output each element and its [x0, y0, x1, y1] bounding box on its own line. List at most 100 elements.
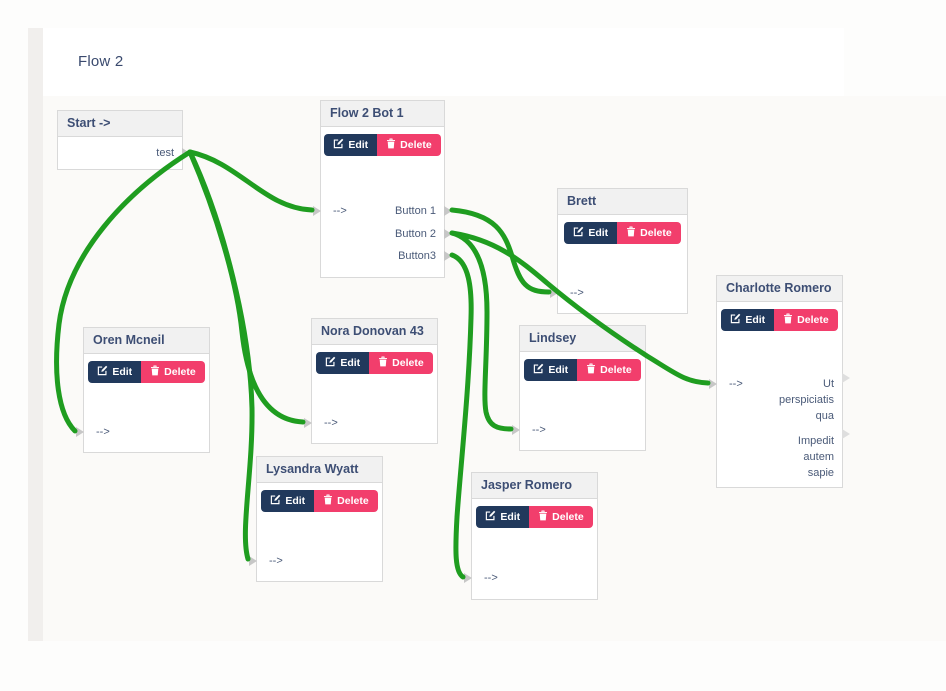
- output-text-line: sapie: [807, 467, 834, 479]
- input-arrow-label: -->: [96, 426, 110, 438]
- node-actions: Edit Delete: [257, 490, 382, 512]
- pencil-square-icon: [270, 494, 281, 508]
- delete-button[interactable]: Delete: [617, 222, 681, 244]
- delete-button[interactable]: Delete: [774, 309, 838, 331]
- edit-button-label: Edit: [112, 366, 133, 378]
- edit-button-label: Edit: [348, 139, 369, 151]
- output-label: Button3: [398, 250, 436, 262]
- output-text-line: qua: [815, 410, 834, 422]
- output-text-line: autem: [803, 451, 834, 463]
- flow-title-bar: Flow 2: [43, 28, 844, 96]
- delete-button-label: Delete: [400, 139, 432, 151]
- edit-button[interactable]: Edit: [261, 490, 315, 512]
- trash-icon: [783, 313, 793, 327]
- node-title: Brett: [558, 189, 687, 215]
- node-actions: Edit Delete: [472, 506, 597, 528]
- delete-button[interactable]: Delete: [377, 134, 441, 156]
- output-port[interactable]: [842, 373, 850, 383]
- pencil-square-icon: [333, 138, 344, 152]
- edit-button-label: Edit: [500, 511, 521, 523]
- output-label: test: [156, 147, 174, 159]
- input-port[interactable]: [709, 379, 717, 389]
- delete-button-label: Delete: [600, 364, 632, 376]
- delete-button[interactable]: Delete: [577, 359, 641, 381]
- delete-button[interactable]: Delete: [314, 490, 378, 512]
- input-arrow-label: -->: [333, 205, 347, 217]
- node-title: Charlotte Romero: [717, 276, 842, 302]
- output-port[interactable]: [444, 206, 452, 216]
- edit-button[interactable]: Edit: [324, 134, 378, 156]
- input-port[interactable]: [464, 573, 472, 583]
- flow-node-start[interactable]: Start -> test: [57, 110, 190, 170]
- node-actions: Edit Delete: [717, 309, 842, 331]
- edit-button-label: Edit: [340, 357, 361, 369]
- output-port[interactable]: [444, 251, 452, 261]
- delete-button-label: Delete: [337, 495, 369, 507]
- input-arrow-label: -->: [570, 287, 584, 299]
- pencil-square-icon: [97, 365, 108, 379]
- node-actions: Edit Delete: [520, 359, 645, 381]
- node-title: Lysandra Wyatt: [257, 457, 382, 483]
- trash-icon: [378, 356, 388, 370]
- output-port[interactable]: [842, 429, 850, 439]
- input-port[interactable]: [304, 418, 312, 428]
- output-text-line: perspiciatis: [778, 394, 834, 406]
- node-title: Oren Mcneil: [84, 328, 209, 354]
- input-arrow-label: -->: [729, 378, 743, 390]
- edit-button[interactable]: Edit: [88, 361, 142, 383]
- delete-button-label: Delete: [640, 227, 672, 239]
- delete-button[interactable]: Delete: [529, 506, 593, 528]
- input-port[interactable]: [550, 288, 558, 298]
- edit-button-label: Edit: [548, 364, 569, 376]
- input-port[interactable]: [313, 206, 321, 216]
- node-title: Jasper Romero: [472, 473, 597, 499]
- node-actions: Edit Delete: [84, 361, 209, 383]
- edit-button[interactable]: Edit: [721, 309, 775, 331]
- edit-button[interactable]: Edit: [524, 359, 578, 381]
- node-actions: Edit Delete: [558, 222, 687, 244]
- edit-button[interactable]: Edit: [316, 352, 370, 374]
- delete-button[interactable]: Delete: [369, 352, 433, 374]
- trash-icon: [150, 365, 160, 379]
- output-port[interactable]: [182, 148, 190, 158]
- output-port[interactable]: [444, 229, 452, 239]
- delete-button-label: Delete: [392, 357, 424, 369]
- input-arrow-label: -->: [269, 555, 283, 567]
- pencil-square-icon: [573, 226, 584, 240]
- output-label: Button 2: [395, 228, 436, 240]
- edit-button-label: Edit: [588, 227, 609, 239]
- pencil-square-icon: [533, 363, 544, 377]
- trash-icon: [626, 226, 636, 240]
- edit-button-label: Edit: [745, 314, 766, 326]
- node-title: Start ->: [58, 111, 182, 137]
- page-title: Flow 2: [78, 53, 124, 70]
- trash-icon: [538, 510, 548, 524]
- edit-button[interactable]: Edit: [476, 506, 530, 528]
- pencil-square-icon: [325, 356, 336, 370]
- trash-icon: [586, 363, 596, 377]
- edit-button[interactable]: Edit: [564, 222, 618, 244]
- output-text-line: Ut: [823, 378, 834, 390]
- delete-button-label: Delete: [552, 511, 584, 523]
- node-actions: Edit Delete: [321, 134, 444, 156]
- output-text-line: Impedit: [797, 435, 834, 447]
- pencil-square-icon: [730, 313, 741, 327]
- delete-button-label: Delete: [164, 366, 196, 378]
- node-title: Lindsey: [520, 326, 645, 352]
- input-port[interactable]: [512, 425, 520, 435]
- node-title: Flow 2 Bot 1: [321, 101, 444, 127]
- input-port[interactable]: [249, 556, 257, 566]
- input-port[interactable]: [76, 427, 84, 437]
- left-gutter: [28, 28, 43, 641]
- delete-button[interactable]: Delete: [141, 361, 205, 383]
- delete-button-label: Delete: [797, 314, 829, 326]
- edit-button-label: Edit: [285, 495, 306, 507]
